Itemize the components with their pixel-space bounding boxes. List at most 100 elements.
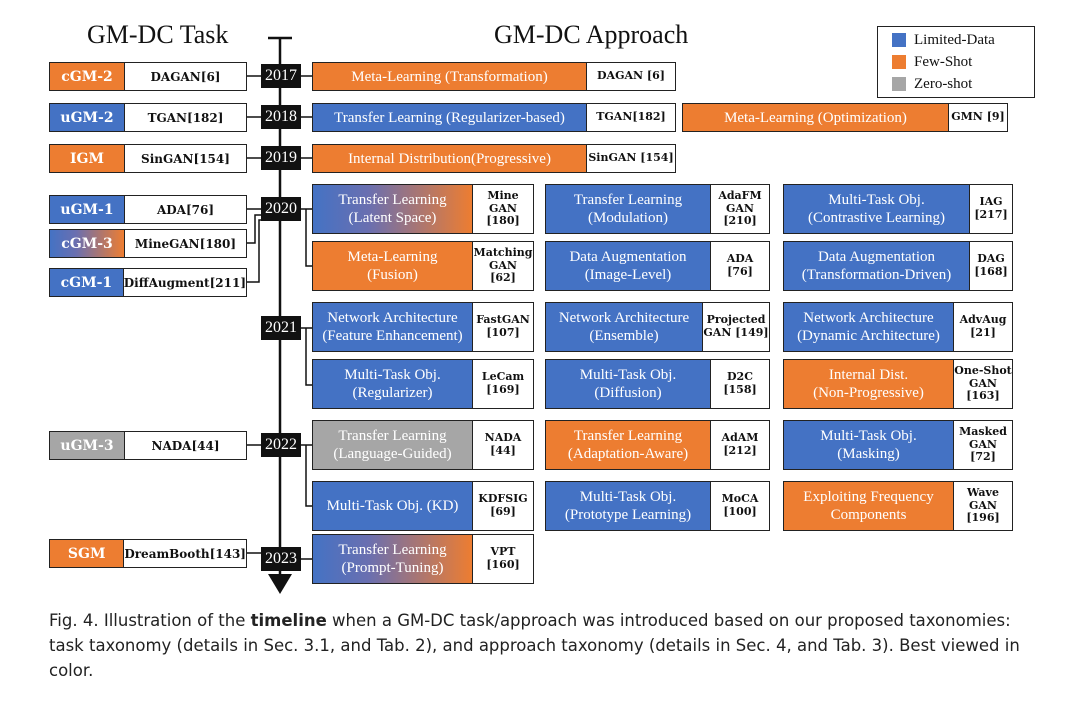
task-tag: cGM-3 bbox=[50, 230, 124, 257]
approach-name: Network Architecture (Feature Enhancemen… bbox=[313, 303, 472, 351]
approach-box: Meta-Learning (Fusion) Matching GAN [62] bbox=[312, 241, 534, 291]
approach-cite: DAGAN [6] bbox=[586, 63, 675, 90]
task-box: SGM DreamBooth[143] bbox=[49, 539, 247, 568]
approach-cite: AdvAug [21] bbox=[953, 303, 1012, 351]
approach-box: Transfer Learning (Prompt-Tuning) VPT [1… bbox=[312, 534, 534, 584]
approach-box: Network Architecture (Ensemble) Projecte… bbox=[545, 302, 770, 352]
approach-cite: LeCam [169] bbox=[472, 360, 533, 408]
approach-cite: KDFSIG [69] bbox=[472, 482, 533, 530]
approach-cite: Matching GAN [62] bbox=[472, 242, 533, 290]
task-tag: uGM-3 bbox=[50, 432, 124, 459]
approach-cite: FastGAN [107] bbox=[472, 303, 533, 351]
approach-box: Transfer Learning (Adaptation-Aware) AdA… bbox=[545, 420, 770, 470]
approach-box: Multi-Task Obj. (Masking) Masked GAN [72… bbox=[783, 420, 1013, 470]
figure-caption: Fig. 4. Illustration of the timeline whe… bbox=[49, 611, 1020, 680]
legend-swatch bbox=[892, 33, 906, 47]
approach-cite: TGAN[182] bbox=[586, 104, 675, 131]
approach-name: Multi-Task Obj. (Prototype Learning) bbox=[546, 482, 710, 530]
approach-cite: DAG [168] bbox=[969, 242, 1012, 290]
task-box: uGM-3 NADA[44] bbox=[49, 431, 247, 460]
year-label: 2017 bbox=[261, 64, 301, 88]
approach-cite: One-Shot GAN [163] bbox=[953, 360, 1012, 408]
approach-name: Transfer Learning (Language-Guided) bbox=[313, 421, 472, 469]
approach-box: Meta-Learning (Optimization) GMN [9] bbox=[682, 103, 1008, 132]
approach-cite: Wave GAN [196] bbox=[953, 482, 1012, 530]
approach-cite: AdaFM GAN [210] bbox=[710, 185, 769, 233]
approach-cite: IAG [217] bbox=[969, 185, 1012, 233]
task-ref: MineGAN[180] bbox=[124, 230, 246, 257]
approach-box: Transfer Learning (Latent Space) Mine GA… bbox=[312, 184, 534, 234]
approach-cite: Projected GAN [149] bbox=[702, 303, 769, 351]
approach-box: Data Augmentation (Transformation-Driven… bbox=[783, 241, 1013, 291]
year-label: 2019 bbox=[261, 146, 301, 170]
approach-box: Network Architecture (Dynamic Architectu… bbox=[783, 302, 1013, 352]
task-tag: SGM bbox=[50, 540, 124, 567]
task-box: uGM-2 TGAN[182] bbox=[49, 103, 247, 132]
approach-name: Transfer Learning (Modulation) bbox=[546, 185, 710, 233]
approach-name: Transfer Learning (Regularizer-based) bbox=[313, 104, 586, 131]
task-box: uGM-1 ADA[76] bbox=[49, 195, 247, 224]
task-box: cGM-3 MineGAN[180] bbox=[49, 229, 247, 258]
approach-cite: Mine GAN [180] bbox=[472, 185, 533, 233]
year-label: 2018 bbox=[261, 105, 301, 129]
task-tag: cGM-2 bbox=[50, 63, 124, 90]
legend: Limited-Data Few-Shot Zero-shot bbox=[877, 26, 1035, 98]
approach-cite: ADA [76] bbox=[710, 242, 769, 290]
legend-item-few-shot: Few-Shot bbox=[878, 51, 1034, 73]
task-ref: SinGAN[154] bbox=[124, 145, 246, 172]
approach-name: Multi-Task Obj. (Diffusion) bbox=[546, 360, 710, 408]
approach-name: Internal Dist. (Non-Progressive) bbox=[784, 360, 953, 408]
legend-item-zero-shot: Zero-shot bbox=[878, 73, 1034, 95]
approach-cite: VPT [160] bbox=[472, 535, 533, 583]
approach-cite: AdAM [212] bbox=[710, 421, 769, 469]
approach-box: Internal Distribution(Progressive) SinGA… bbox=[312, 144, 676, 173]
approach-name: Exploiting Frequency Components bbox=[784, 482, 953, 530]
legend-item-limited-data: Limited-Data bbox=[878, 29, 1034, 51]
task-ref: TGAN[182] bbox=[124, 104, 246, 131]
approach-box: Exploiting Frequency Components Wave GAN… bbox=[783, 481, 1013, 531]
approach-name: Multi-Task Obj. (Masking) bbox=[784, 421, 953, 469]
task-ref: NADA[44] bbox=[124, 432, 246, 459]
approach-name: Multi-Task Obj. (Contrastive Learning) bbox=[784, 185, 969, 233]
approach-cite: MoCA [100] bbox=[710, 482, 769, 530]
task-box: IGM SinGAN[154] bbox=[49, 144, 247, 173]
approach-box: Multi-Task Obj. (Prototype Learning) MoC… bbox=[545, 481, 770, 531]
approach-box: Network Architecture (Feature Enhancemen… bbox=[312, 302, 534, 352]
approach-box: Internal Dist. (Non-Progressive) One-Sho… bbox=[783, 359, 1013, 409]
task-tag: uGM-1 bbox=[50, 196, 124, 223]
approach-heading: GM-DC Approach bbox=[494, 20, 689, 49]
task-ref: DreamBooth[143] bbox=[123, 540, 246, 567]
approach-cite: D2C [158] bbox=[710, 360, 769, 408]
approach-box: Transfer Learning (Regularizer-based) TG… bbox=[312, 103, 676, 132]
approach-box: Meta-Learning (Transformation) DAGAN [6] bbox=[312, 62, 676, 91]
approach-name: Multi-Task Obj. (KD) bbox=[313, 482, 472, 530]
task-tag: uGM-2 bbox=[50, 104, 124, 131]
task-tag: cGM-1 bbox=[50, 269, 123, 296]
year-label: 2023 bbox=[261, 547, 301, 571]
approach-name: Data Augmentation (Image-Level) bbox=[546, 242, 710, 290]
approach-cite: SinGAN [154] bbox=[586, 145, 675, 172]
approach-name: Network Architecture (Dynamic Architectu… bbox=[784, 303, 953, 351]
approach-box: Multi-Task Obj. (Regularizer) LeCam [169… bbox=[312, 359, 534, 409]
approach-box: Multi-Task Obj. (Diffusion) D2C [158] bbox=[545, 359, 770, 409]
approach-name: Meta-Learning (Optimization) bbox=[683, 104, 948, 131]
approach-box: Multi-Task Obj. (Contrastive Learning) I… bbox=[783, 184, 1013, 234]
approach-box: Data Augmentation (Image-Level) ADA [76] bbox=[545, 241, 770, 291]
year-label: 2022 bbox=[261, 433, 301, 457]
approach-name: Transfer Learning (Adaptation-Aware) bbox=[546, 421, 710, 469]
approach-name: Meta-Learning (Transformation) bbox=[313, 63, 586, 90]
approach-name: Network Architecture (Ensemble) bbox=[546, 303, 702, 351]
approach-cite: GMN [9] bbox=[948, 104, 1007, 131]
task-tag: IGM bbox=[50, 145, 124, 172]
year-label: 2020 bbox=[261, 197, 301, 221]
task-box: cGM-1 DiffAugment[211] bbox=[49, 268, 247, 297]
legend-swatch bbox=[892, 55, 906, 69]
approach-box: Transfer Learning (Language-Guided) NADA… bbox=[312, 420, 534, 470]
year-label: 2021 bbox=[261, 316, 301, 340]
task-ref: ADA[76] bbox=[124, 196, 246, 223]
task-ref: DAGAN[6] bbox=[124, 63, 246, 90]
legend-swatch bbox=[892, 77, 906, 91]
timeline-arrow-icon bbox=[268, 574, 292, 594]
approach-name: Transfer Learning (Latent Space) bbox=[313, 185, 472, 233]
approach-cite: NADA [44] bbox=[472, 421, 533, 469]
